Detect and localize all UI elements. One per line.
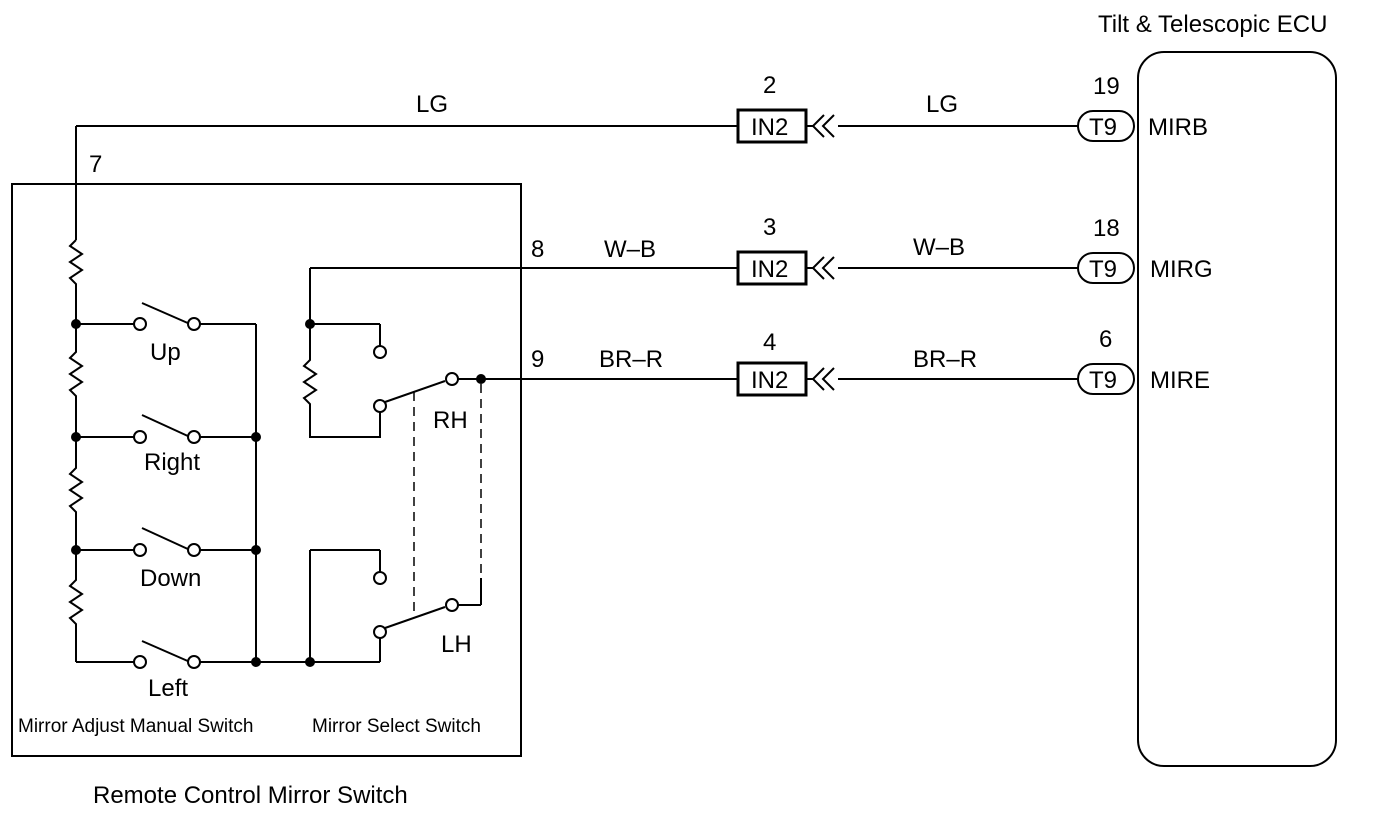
switch-pin-9: 9 — [531, 346, 544, 373]
switch-assembly-box — [11, 183, 522, 757]
ecu-connector-label-19: T9 — [1089, 114, 1117, 141]
junction-label-2: IN2 — [751, 114, 788, 141]
switch-pin-7: 7 — [89, 151, 102, 178]
adjust-switch-caption: Mirror Adjust Manual Switch — [18, 716, 253, 737]
adjust-switch-right — [71, 414, 261, 550]
junction-number-3: 3 — [763, 214, 776, 241]
select-position-lh: LH — [441, 631, 472, 658]
wire-color-lg-left: LG — [416, 91, 448, 118]
assembly-caption: Remote Control Mirror Switch — [93, 782, 408, 809]
button-label-right: Right — [144, 449, 200, 476]
wire-color-lg-right: LG — [926, 91, 958, 118]
button-label-left: Left — [148, 675, 188, 702]
wire-color-wb-left: W–B — [604, 236, 656, 263]
ecu-box — [1137, 51, 1337, 767]
adjust-switch-down — [71, 527, 261, 662]
adjust-switch-up — [71, 302, 257, 437]
ecu-connector-label-18: T9 — [1089, 256, 1117, 283]
button-label-down: Down — [140, 565, 201, 592]
button-label-up: Up — [150, 339, 181, 366]
select-switch-rh — [302, 319, 486, 438]
ecu-connector-pin-6 — [1077, 363, 1135, 395]
ecu-title: Tilt & Telescopic ECU — [1098, 11, 1327, 38]
junction-connector-3 — [736, 250, 835, 286]
junction-number-4: 4 — [763, 329, 776, 356]
junction-label-3: IN2 — [751, 256, 788, 283]
ecu-signal-mirg: MIRG — [1150, 256, 1213, 283]
wire-lg — [75, 125, 1078, 240]
select-switch-lh — [305, 549, 482, 667]
select-position-rh: RH — [433, 407, 468, 434]
junction-connector-2 — [736, 108, 835, 144]
ecu-connector-pin-18 — [1077, 252, 1135, 284]
junction-label-4: IN2 — [751, 367, 788, 394]
switch-pin-8: 8 — [531, 236, 544, 263]
ecu-connector-pin-19 — [1077, 110, 1135, 142]
wire-color-brr-left: BR–R — [599, 346, 663, 373]
wire-wb — [309, 267, 1078, 324]
ecu-pin-number-18: 18 — [1093, 215, 1120, 242]
ecu-pin-number-19: 19 — [1093, 73, 1120, 100]
ecu-connector-label-6: T9 — [1089, 367, 1117, 394]
junction-number-2: 2 — [763, 72, 776, 99]
resistor-ladder — [68, 239, 84, 662]
junction-connector-4 — [736, 361, 835, 397]
ecu-pin-number-6: 6 — [1099, 326, 1112, 353]
wire-color-brr-right: BR–R — [913, 346, 977, 373]
wire-color-wb-right: W–B — [913, 234, 965, 261]
ecu-signal-mirb: MIRB — [1148, 114, 1208, 141]
adjust-switch-left — [76, 640, 310, 669]
select-switch-caption: Mirror Select Switch — [312, 716, 481, 737]
ecu-signal-mire: MIRE — [1150, 367, 1210, 394]
